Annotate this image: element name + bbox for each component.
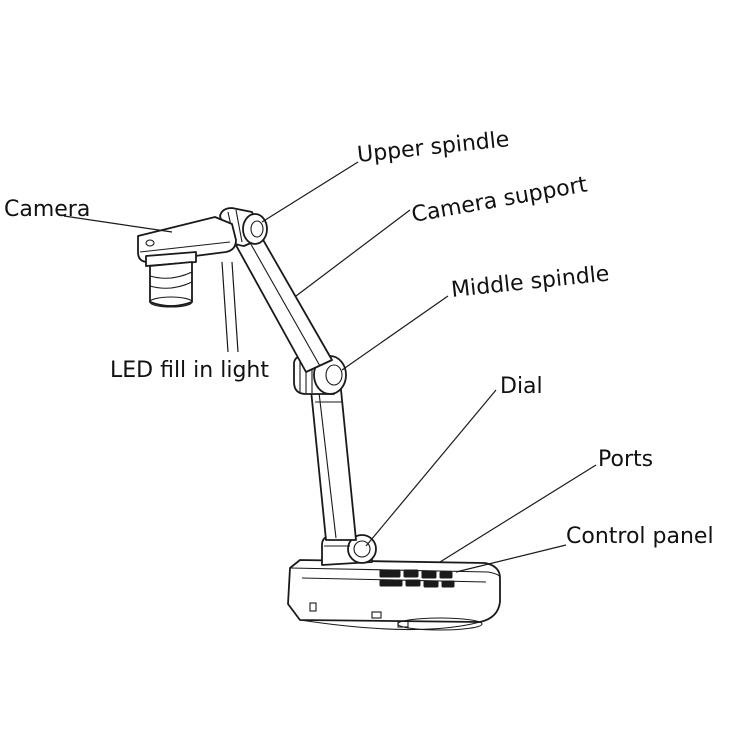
leader-middle-spindle [341, 295, 449, 371]
leader-upper-spindle [261, 161, 359, 223]
leader-led-fill-in-light-2 [231, 261, 239, 353]
leader-led-fill-in-light-1 [221, 261, 229, 353]
control-panel-buttons [379, 569, 455, 588]
camera-head [137, 216, 237, 308]
document-camera-illustration [137, 207, 501, 631]
label-upper-spindle: Upper spindle [356, 127, 510, 168]
leader-camera [63, 215, 173, 233]
leader-dial [365, 389, 497, 547]
dial-joint [321, 534, 377, 566]
label-dial: Dial [500, 374, 543, 399]
leader-camera-support [295, 209, 411, 297]
label-control-panel: Control panel [566, 524, 714, 549]
lower-arm [309, 379, 357, 541]
label-camera-support: Camera support [410, 172, 590, 228]
leader-ports [439, 464, 597, 563]
label-led-fill-in-light: LED fill in light [110, 358, 269, 383]
label-ports: Ports [598, 447, 653, 472]
label-camera: Camera [4, 197, 90, 222]
labels: Upper spindle Camera support Camera Midd… [4, 127, 714, 549]
leader-control-panel [455, 544, 567, 573]
upper-arm [231, 223, 333, 373]
label-middle-spindle: Middle spindle [450, 262, 611, 303]
leader-lines [63, 161, 597, 573]
